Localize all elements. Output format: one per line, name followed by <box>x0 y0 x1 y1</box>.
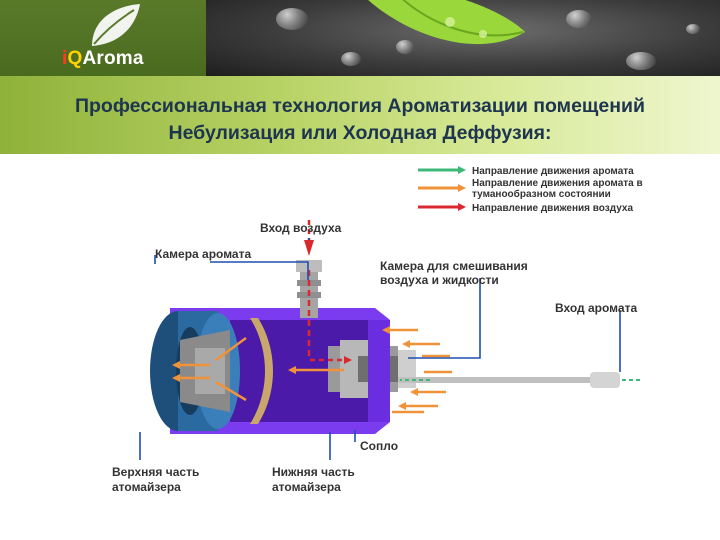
label-mix-chamber-1: Камера для смешивания <box>380 259 528 273</box>
label-mix-chamber-2: воздуха и жидкости <box>380 273 499 287</box>
legend-item-mist-2: туманообразном состоянии <box>472 188 611 200</box>
label-air-in: Вход воздуха <box>260 221 342 235</box>
header-banner: iQAroma <box>0 0 720 76</box>
legend-item-air: Направление движения воздуха <box>472 203 633 214</box>
page-title: Профессиональная технология Ароматизации… <box>75 95 645 117</box>
label-top-part-1: Верхняя часть <box>112 465 199 479</box>
page-subtitle: Небулизация или Холодная Деффузия: <box>168 122 552 144</box>
mist-flow-arrows <box>172 326 452 414</box>
legend-item-aroma: Направление движения аромата <box>472 166 634 177</box>
leader-lines <box>139 238 621 460</box>
logo-text: iQAroma <box>62 48 144 69</box>
label-bottom-part-2: атомайзера <box>272 480 341 494</box>
label-aroma-in: Вход аромата <box>555 301 637 315</box>
logo-panel: iQAroma <box>0 0 206 76</box>
label-bottom-part-1: Нижняя часть <box>272 465 355 479</box>
title-band <box>0 76 720 154</box>
label-nozzle: Сопло <box>360 439 398 453</box>
leaf-logo-icon <box>92 4 140 46</box>
atomizer-body <box>150 260 620 434</box>
leaf-photo-icon <box>368 0 525 45</box>
atomizer-diagram: Направление движения аромата Направление… <box>112 166 643 494</box>
legend: Направление движения аромата Направление… <box>418 166 643 214</box>
label-aroma-chamber: Камера аромата <box>155 247 251 261</box>
label-top-part-2: атомайзера <box>112 480 181 494</box>
legend-item-mist-1: Направление движения аромата в <box>472 178 643 189</box>
